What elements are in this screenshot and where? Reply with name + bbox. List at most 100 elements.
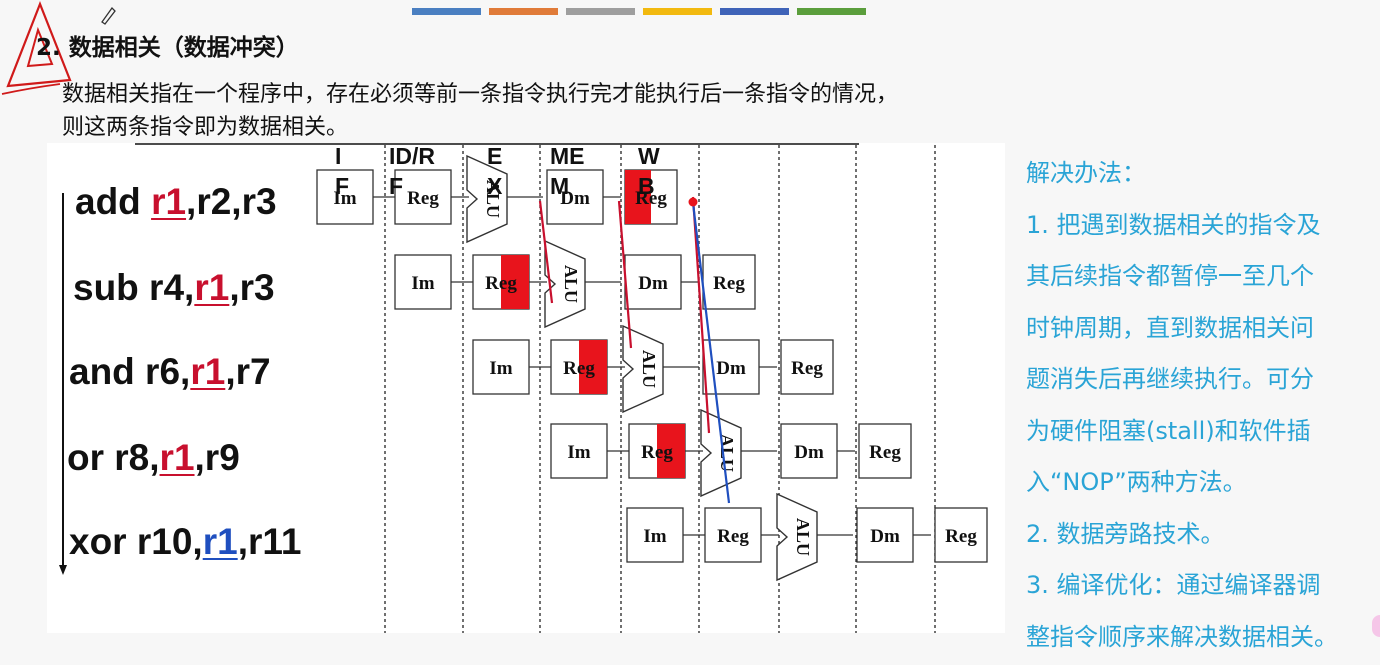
forward-line-red: [617, 200, 633, 349]
wb-reg-2-label: Reg: [791, 358, 823, 379]
dm-0-label: Dm: [560, 188, 590, 209]
alu-0-label: ALU: [483, 180, 503, 218]
solutions-line: 整指令顺序来解决数据相关。: [1026, 622, 1338, 651]
im-3-label: Im: [567, 442, 590, 463]
instruction-dependent-register: r1: [159, 437, 195, 478]
instruction-0: add r1,r2,r3: [75, 181, 277, 223]
im-4-box: [626, 507, 684, 563]
color-bar-segment: [412, 8, 481, 15]
forward-line-red: [538, 200, 554, 304]
alu-1-label: ALU: [561, 265, 581, 303]
wb-reg-1-box: [702, 254, 756, 310]
dm-3-label: Dm: [794, 442, 824, 463]
reg-1-label: Reg: [485, 273, 517, 294]
alu-2-shape: [622, 324, 664, 414]
wb-reg-4-label: Reg: [945, 526, 977, 547]
solutions-line: 3. 编译优化：通过编译器调: [1026, 571, 1321, 599]
dm-4-label: Dm: [870, 526, 900, 547]
alu-2-label: ALU: [639, 350, 659, 388]
instruction-dependent-register: r1: [202, 521, 238, 562]
im-2-box: [472, 339, 530, 395]
instruction-4: xor r10,r1,r11: [69, 521, 301, 563]
alu-4-shape: [776, 492, 818, 582]
wb-reg-0-highlight: [625, 170, 651, 224]
stage-header-sub: B: [638, 173, 655, 199]
instruction-operands: ,r7: [225, 351, 271, 392]
instruction-operands: ,r2,r3: [186, 181, 277, 222]
solutions-line: 入“NOP”两种方法。: [1026, 468, 1247, 496]
alu-3-shape: [700, 408, 742, 498]
side-tab-icon: [1372, 615, 1380, 637]
alu-3-label: ALU: [717, 434, 737, 472]
color-bar-segment: [797, 8, 866, 15]
reg-0-label: Reg: [407, 188, 439, 209]
color-bar-segment: [643, 8, 712, 15]
reg-3-label: Reg: [641, 442, 673, 463]
intro-line-1: 数据相关指在一个程序中，存在必须等前一条指令执行完才能执行后一条指令的情况，: [62, 82, 899, 107]
im-1-label: Im: [411, 273, 434, 294]
wb-reg-0-label: Reg: [635, 188, 667, 209]
solutions-panel: 解决办法：1. 把遇到数据相关的指令及其后续指令都暂停一至几个时钟周期，直到数据…: [1026, 148, 1376, 663]
alu-0-shape: [466, 154, 508, 244]
stage-header: I: [335, 143, 342, 169]
solutions-line: 1. 把遇到数据相关的指令及: [1026, 210, 1321, 239]
solutions-title: 解决办法：: [1026, 159, 1146, 187]
color-bar-segment: [720, 8, 789, 15]
program-order-arrow-icon: [59, 565, 67, 575]
im-3-box: [550, 423, 608, 479]
stage-header: ID/R: [389, 143, 435, 169]
im-2-label: Im: [489, 358, 512, 379]
wb-reg-2-box: [780, 339, 834, 395]
reg-1-highlight: [501, 255, 529, 309]
solutions-line: 2. 数据旁路技术。: [1026, 519, 1225, 548]
instruction-operands: ,r11: [237, 521, 302, 562]
color-bar-segment: [566, 8, 635, 15]
intro-line-2: 则这两条指令即为数据相关。: [62, 115, 349, 140]
reg-4-box: [704, 507, 762, 563]
wb-reg-3-box: [858, 423, 912, 479]
wb-reg-1-label: Reg: [713, 273, 745, 294]
stage-header-sub: F: [389, 173, 404, 199]
instruction-operands: ,r3: [229, 267, 275, 308]
slide-color-bar: [412, 8, 866, 15]
stage-header-sub: X: [487, 173, 503, 199]
color-bar-segment: [489, 8, 558, 15]
reg-3-highlight: [657, 424, 685, 478]
instruction-2: and r6,r1,r7: [69, 351, 271, 393]
solutions-line: 其后续指令都暂停一至几个: [1026, 262, 1314, 290]
stage-header: W: [638, 143, 660, 169]
stage-header: E: [487, 143, 503, 169]
dm-2-label: Dm: [716, 358, 746, 379]
instruction-dependent-register: r1: [151, 181, 187, 222]
im-0-box: [316, 169, 374, 225]
instruction-dependent-register: r1: [194, 267, 230, 308]
reg-2-label: Reg: [563, 358, 595, 379]
instruction-op: or r8,: [67, 437, 160, 478]
instruction-op: sub r4,: [73, 267, 195, 308]
section-heading: 2. 数据相关（数据冲突）: [36, 35, 299, 61]
alu-1-shape: [544, 239, 586, 329]
wb-reg-4-box: [934, 507, 988, 563]
warning-triangle-icon: [1, 0, 72, 95]
pen-cursor-icon: [101, 6, 116, 25]
forward-line-blue: [691, 202, 731, 504]
solutions-line: 题消失后再继续执行。可分: [1026, 365, 1314, 393]
forward-line-red: [691, 196, 711, 434]
reg-4-label: Reg: [717, 526, 749, 547]
instruction-dependent-register: r1: [190, 351, 226, 392]
stage-header: ME: [550, 143, 585, 169]
instruction-op: add: [75, 181, 152, 222]
reg-2-highlight: [579, 340, 607, 394]
instruction-operands: ,r9: [194, 437, 240, 478]
wb-reg-3-label: Reg: [869, 442, 901, 463]
im-4-label: Im: [643, 526, 666, 547]
solutions-line: 为硬件阻塞(stall)和软件插: [1026, 416, 1311, 445]
alu-4-label: ALU: [793, 518, 813, 556]
forward-source-dot: [688, 197, 698, 207]
dm-4-box: [856, 507, 914, 563]
instruction-op: xor r10,: [69, 521, 203, 562]
dm-1-box: [624, 254, 682, 310]
instruction-3: or r8,r1,r9: [67, 437, 240, 479]
